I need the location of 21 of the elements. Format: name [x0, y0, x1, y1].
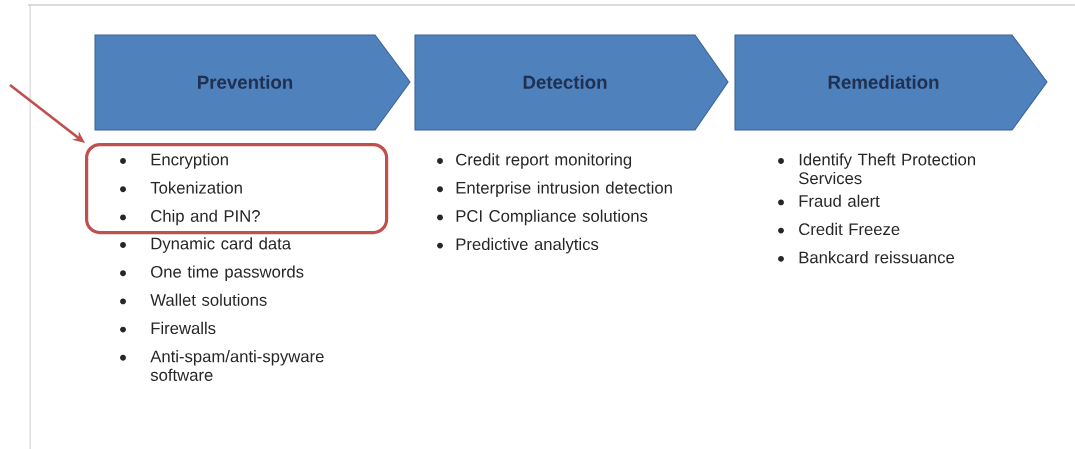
list-item: Credit Freeze	[778, 222, 900, 236]
list-item: Fraud alert	[778, 194, 880, 207]
list-item: Wallet solutions	[120, 293, 267, 306]
arrow	[9, 83, 85, 143]
stage-banner: Prevention	[94, 34, 411, 131]
list-item: Bankcard reissuance	[778, 251, 955, 264]
list-item: Anti-spam/anti-spyware software	[120, 350, 324, 381]
list-item: Dynamic card data	[120, 237, 292, 253]
list-item: Chip and PIN?	[120, 209, 260, 226]
list-item: Encryption	[120, 153, 228, 169]
list-item: Firewalls	[120, 321, 216, 335]
list-item: Predictive analytics	[437, 237, 599, 254]
list-item: PCI Compliance solutions	[437, 209, 648, 226]
list-item: Enterprise intrusion detection	[437, 181, 672, 197]
list-item: Tokenization	[120, 181, 242, 194]
stage-banner: Remediation	[734, 34, 1048, 131]
stage-banner: Detection	[414, 34, 729, 131]
list-item: Identify Theft Protection Services	[778, 153, 975, 185]
list-item: Credit report monitoring	[437, 153, 632, 169]
list-item: One time passwords	[120, 265, 304, 281]
highlight-box	[85, 143, 389, 235]
